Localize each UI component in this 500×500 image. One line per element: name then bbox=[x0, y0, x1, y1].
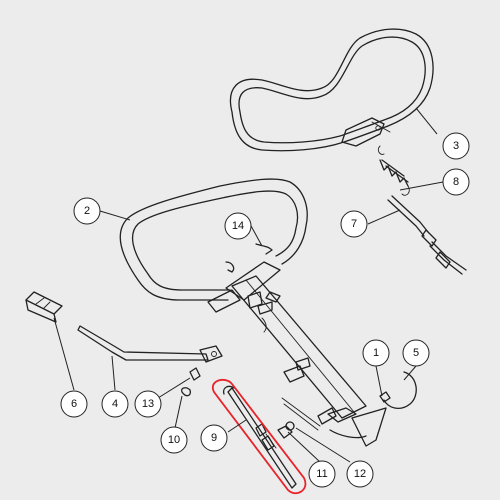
callout-6-label: 6 bbox=[71, 398, 77, 410]
rod-assembly-part bbox=[222, 385, 297, 489]
callout-12-label: 12 bbox=[354, 468, 366, 480]
callout-5-label: 5 bbox=[413, 347, 419, 359]
clip-part bbox=[225, 243, 273, 273]
callout-7: 7 bbox=[340, 210, 368, 238]
spring-part bbox=[377, 145, 410, 196]
callout-10: 10 bbox=[160, 426, 188, 454]
callout-5: 5 bbox=[402, 339, 430, 367]
callout-13: 13 bbox=[134, 390, 162, 418]
callout-8: 8 bbox=[442, 168, 470, 196]
callout-1: 1 bbox=[362, 339, 390, 367]
upper-handle-loop-part bbox=[229, 28, 434, 152]
callout-14-label: 14 bbox=[232, 220, 244, 232]
callout-2: 2 bbox=[73, 197, 101, 225]
small-hardware-parts bbox=[180, 367, 417, 439]
callout-7-label: 7 bbox=[351, 218, 357, 230]
lower-handle-bar-part bbox=[119, 178, 308, 301]
callout-13-label: 13 bbox=[142, 398, 154, 410]
callout-9: 9 bbox=[200, 424, 228, 452]
callout-14: 14 bbox=[224, 212, 252, 240]
callout-2-label: 2 bbox=[84, 205, 90, 217]
callout-11-label: 11 bbox=[316, 468, 327, 480]
callout-9-label: 9 bbox=[211, 432, 217, 444]
callout-3-label: 3 bbox=[453, 140, 459, 152]
hand-grip-part bbox=[25, 291, 63, 323]
control-cable-part bbox=[387, 195, 467, 275]
main-frame-tube-part bbox=[207, 261, 387, 447]
callout-10-label: 10 bbox=[168, 434, 180, 446]
callout-4: 4 bbox=[101, 390, 129, 418]
callout-4-label: 4 bbox=[112, 398, 118, 410]
callout-11: 11 bbox=[308, 460, 336, 488]
callout-8-label: 8 bbox=[453, 176, 459, 188]
leader-lines bbox=[53, 107, 444, 463]
callout-12: 12 bbox=[346, 460, 374, 488]
lever-rod-part bbox=[77, 325, 223, 363]
highlight-outline bbox=[211, 378, 307, 495]
callout-1-label: 1 bbox=[373, 347, 379, 359]
callout-6: 6 bbox=[60, 390, 88, 418]
callout-3: 3 bbox=[442, 132, 470, 160]
